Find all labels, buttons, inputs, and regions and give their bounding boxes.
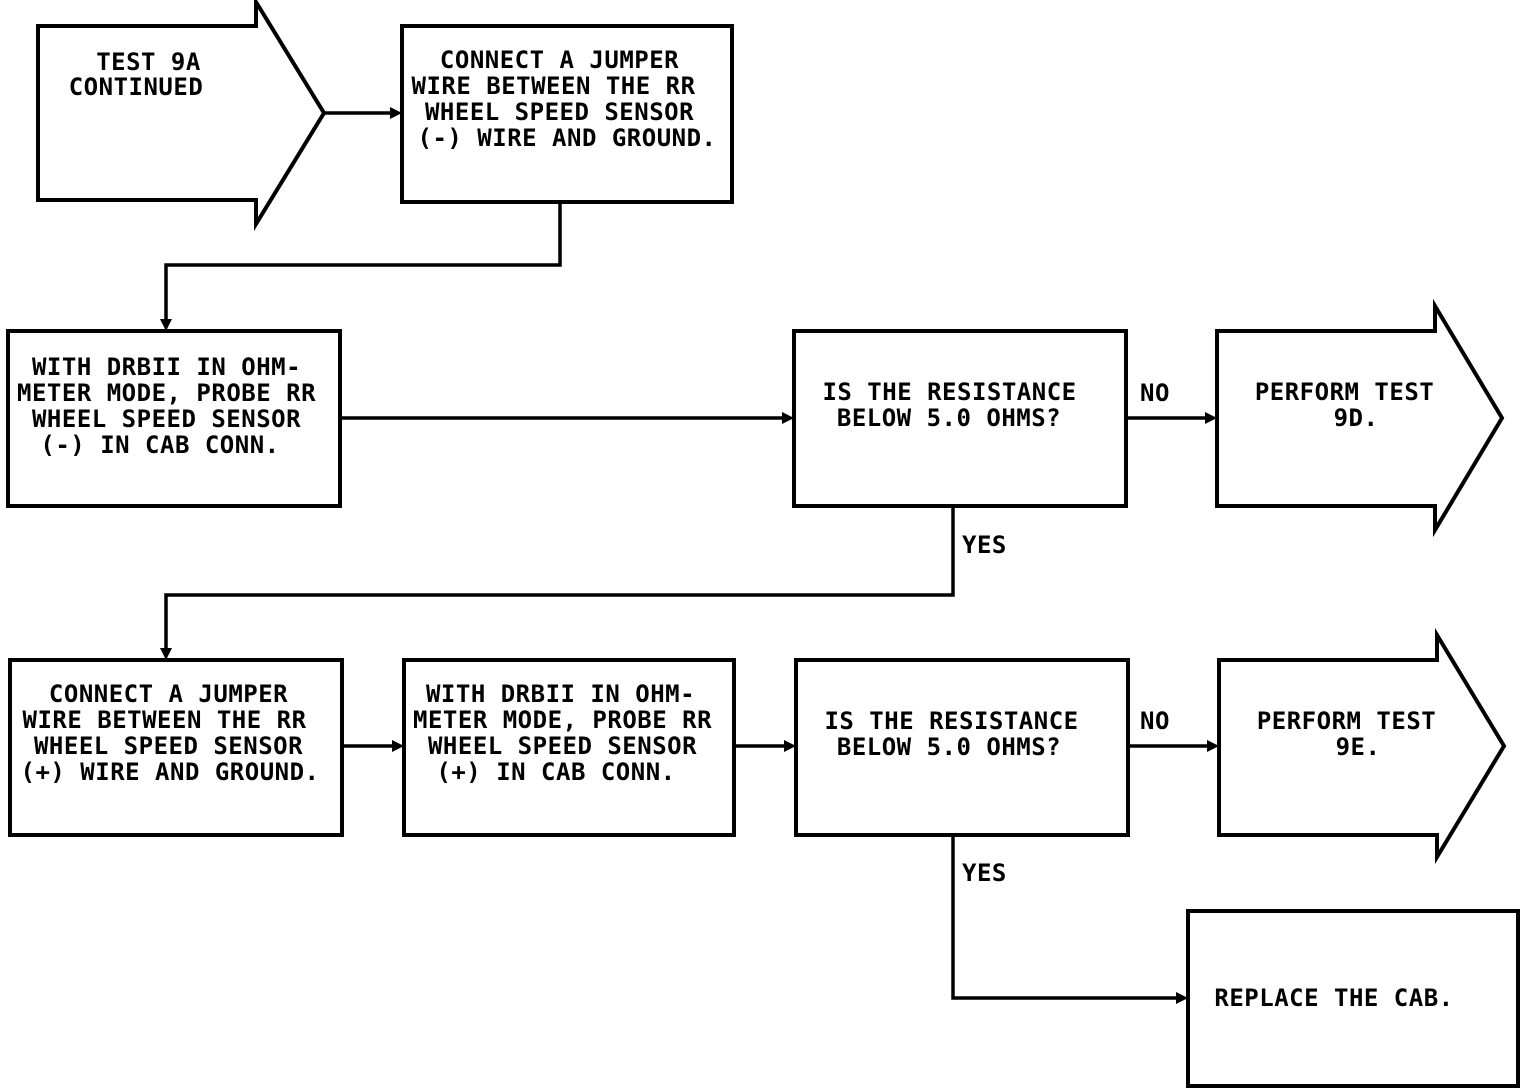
edge-label-d1-no: NO <box>1140 379 1170 407</box>
node-text-line: 9E. <box>1336 733 1381 761</box>
node-text-line: WHEEL SPEED SENSOR <box>32 405 301 433</box>
node-decision1-text: IS THE RESISTANCE BELOW 5.0 OHMS? <box>822 378 1091 432</box>
node-step4-box <box>402 658 736 837</box>
node-text-line: BELOW 5.0 OHMS? <box>837 404 1061 432</box>
arrowhead <box>392 740 404 752</box>
node-goto2-arrow <box>1217 627 1507 865</box>
node-text-line: CONNECT A JUMPER <box>49 680 288 708</box>
node-goto2-text: PERFORM TEST 9E. <box>1257 707 1451 761</box>
node-step3-box <box>8 658 344 837</box>
arrowhead <box>782 412 794 424</box>
node-text-line: BELOW 5.0 OHMS? <box>837 733 1061 761</box>
edge-label-d1-yes: YES <box>962 531 1007 559</box>
arrowhead <box>160 319 172 331</box>
arrowhead <box>390 107 402 119</box>
arrowhead <box>784 740 796 752</box>
edge-label-d2-no: NO <box>1140 707 1170 735</box>
node-goto1-text: PERFORM TEST 9D. <box>1255 378 1449 432</box>
node-text-line: METER MODE, PROBE RR <box>413 706 712 734</box>
node-text-line: 9D. <box>1334 404 1379 432</box>
node-step1-text: CONNECT A JUMPER WIRE BETWEEN THE RR WHE… <box>412 46 717 152</box>
node-final-box <box>1186 909 1520 1088</box>
node-text-line: (-) IN CAB CONN. <box>40 431 279 459</box>
node-step1-box <box>400 24 734 204</box>
node-decision2-box <box>794 658 1130 837</box>
edge-decision1-step3 <box>164 506 955 652</box>
node-text-line: WIRE BETWEEN THE RR <box>23 706 307 734</box>
node-text-line: WHEEL SPEED SENSOR <box>34 732 303 760</box>
node-text-line: IS THE RESISTANCE <box>822 378 1076 406</box>
edge-decision2-final <box>951 835 1180 1000</box>
arrowhead <box>160 648 172 660</box>
node-text-line: PERFORM TEST <box>1257 707 1436 735</box>
node-text-line: CONNECT A JUMPER <box>440 46 679 74</box>
edge-step1-step2 <box>164 202 562 323</box>
node-text-line: (+) IN CAB CONN. <box>436 758 675 786</box>
node-text-line: METER MODE, PROBE RR <box>17 379 316 407</box>
node-text-line: WITH DRBII IN OHM- <box>32 353 301 381</box>
node-goto1-arrow <box>1215 298 1505 538</box>
node-start-arrow <box>36 0 327 232</box>
node-text-line: (-) WIRE AND GROUND. <box>418 124 717 152</box>
arrowhead <box>1205 412 1217 424</box>
node-step3-text: CONNECT A JUMPER WIRE BETWEEN THE RR WHE… <box>21 680 322 786</box>
arrowhead <box>1207 740 1219 752</box>
node-step2-box <box>6 329 342 508</box>
node-text-line: (+) WIRE AND GROUND. <box>21 758 320 786</box>
arrowhead <box>1176 992 1188 1004</box>
node-text-line: CONTINUED <box>69 73 204 101</box>
node-decision2-text: IS THE RESISTANCE BELOW 5.0 OHMS? <box>824 707 1093 761</box>
node-text-line: WIRE BETWEEN THE RR <box>412 72 696 100</box>
node-text-line: WITH DRBII IN OHM- <box>426 680 695 708</box>
connectors <box>160 107 1219 1004</box>
node-start-text: TEST 9A CONTINUED <box>69 48 216 101</box>
node-text-line: WHEEL SPEED SENSOR <box>425 98 694 126</box>
node-text-line: PERFORM TEST <box>1255 378 1434 406</box>
edge-label-d2-yes: YES <box>962 859 1007 887</box>
node-text-line: IS THE RESISTANCE <box>824 707 1078 735</box>
node-text-line: REPLACE THE CAB. <box>1214 984 1453 1012</box>
node-step4-text: WITH DRBII IN OHM- METER MODE, PROBE RR … <box>413 680 727 786</box>
node-final-text: REPLACE THE CAB. <box>1214 984 1453 1012</box>
node-decision1-box <box>792 329 1128 508</box>
node-text-line: TEST 9A <box>96 48 201 76</box>
node-step2-text: WITH DRBII IN OHM- METER MODE, PROBE RR … <box>17 353 331 459</box>
node-text-line: WHEEL SPEED SENSOR <box>428 732 697 760</box>
